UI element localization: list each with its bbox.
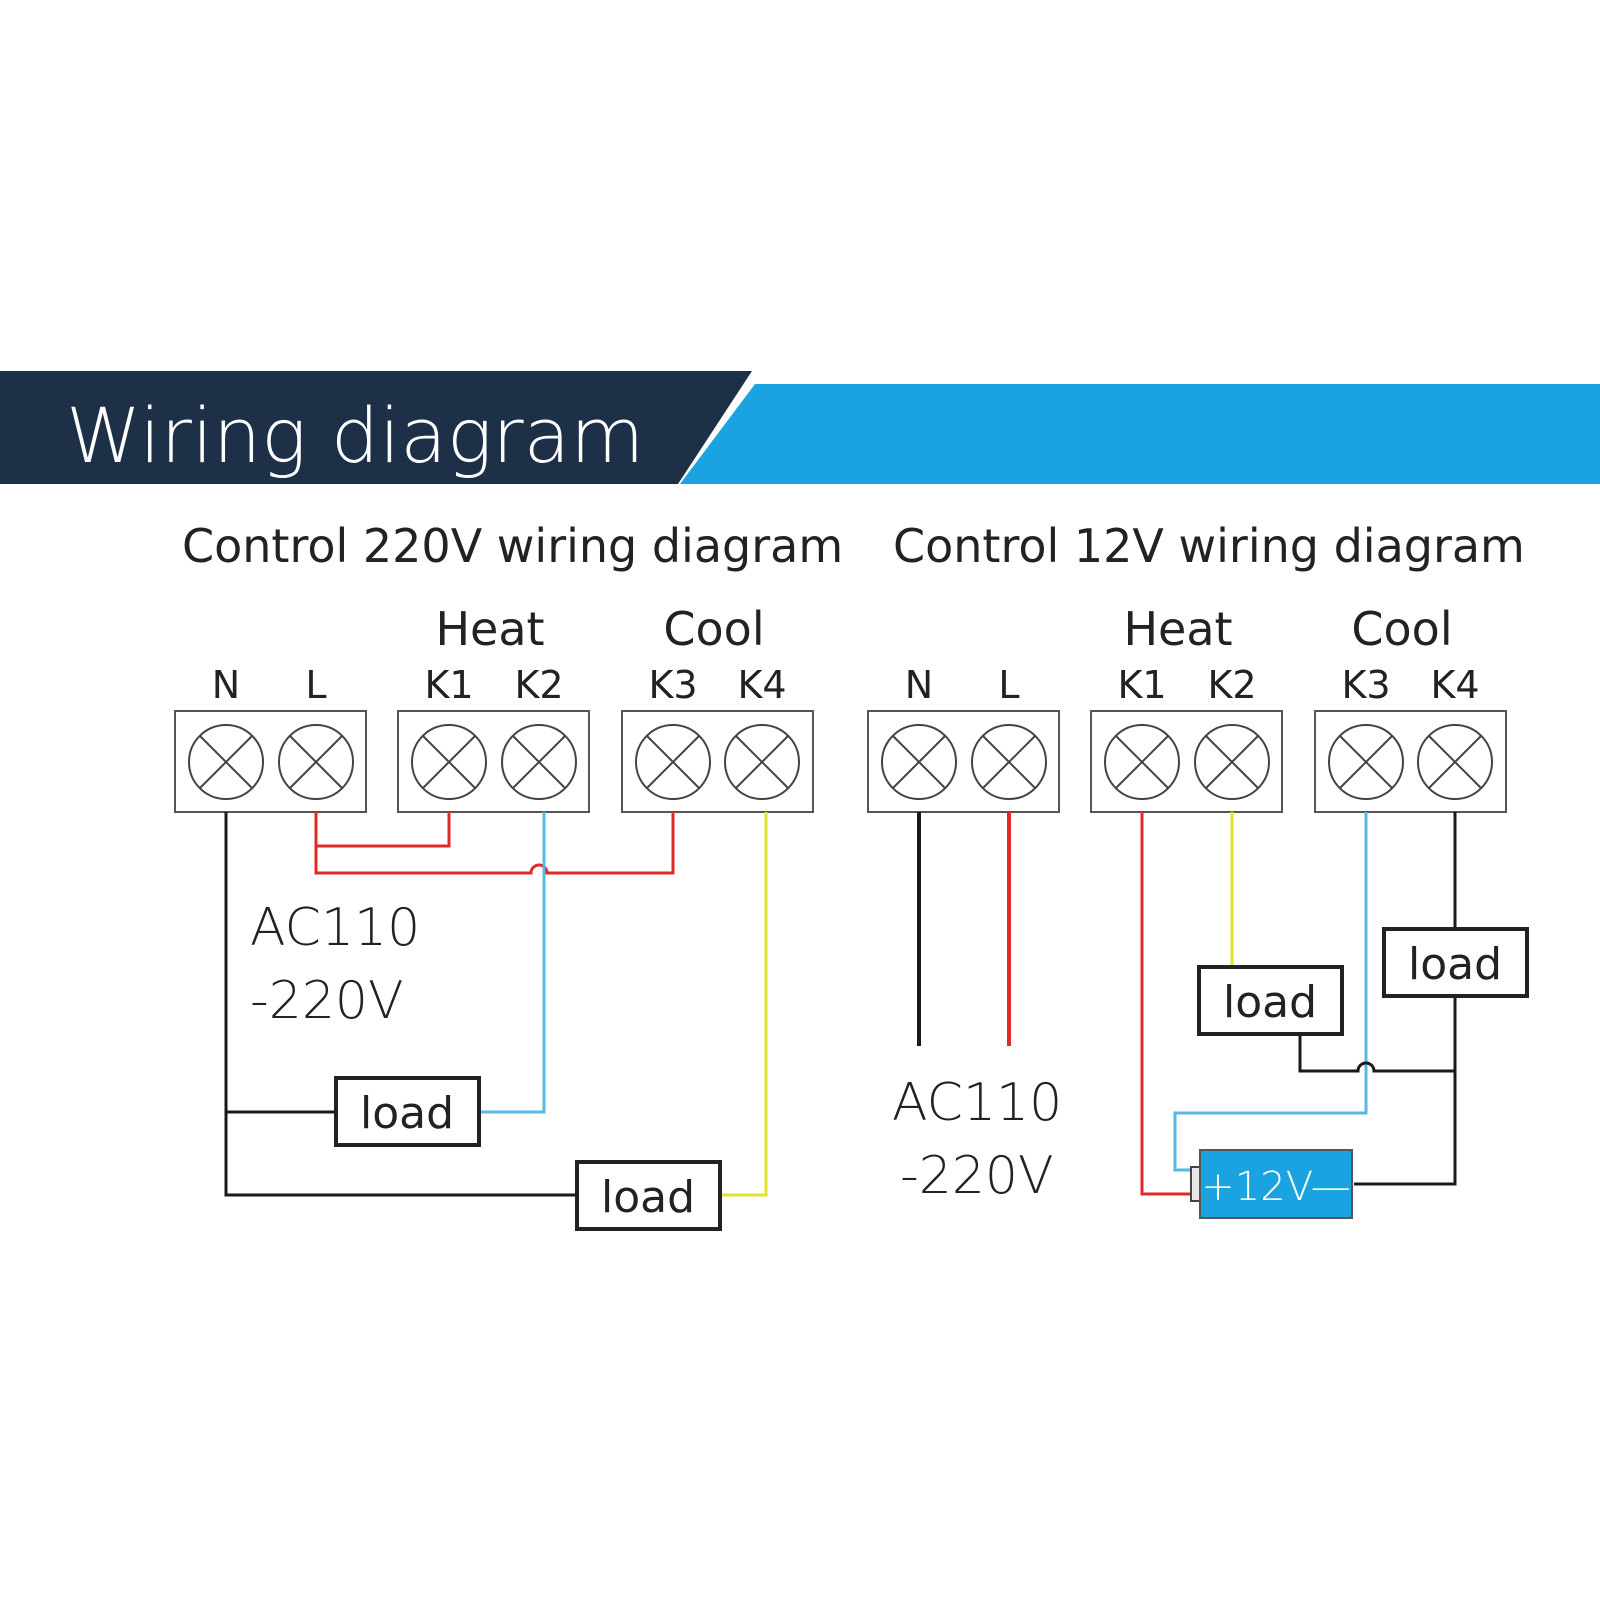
diagram-title: Control 12V wiring diagram <box>893 519 1525 573</box>
terminal-label-k2: K2 <box>514 663 563 707</box>
diagram-12v: Control 12V wiring diagram Heat Cool N L… <box>867 519 1529 1219</box>
terminal-label-k4: K4 <box>737 663 786 707</box>
wire-k4 <box>1354 812 1457 1186</box>
load-box: load <box>1382 927 1529 998</box>
diagram-title: Control 220V wiring diagram <box>182 519 843 573</box>
terminal-label-k1: K1 <box>424 663 473 707</box>
terminal-screw-icon <box>724 724 800 800</box>
wire-neutral <box>224 812 577 1197</box>
terminal-screw-icon <box>635 724 711 800</box>
wire-k3 <box>1173 812 1368 1172</box>
supply-label-line2: -220V <box>900 1146 1054 1206</box>
terminal-screw-icon <box>1417 724 1493 800</box>
banner-accent-band <box>680 384 1600 484</box>
terminal-label-k3: K3 <box>648 663 697 707</box>
terminal-label-k1: K1 <box>1117 663 1166 707</box>
terminal-screw-icon <box>1328 724 1404 800</box>
load-label: load <box>1223 977 1317 1028</box>
terminal-screw-icon <box>411 724 487 800</box>
load-box: load <box>1197 965 1344 1036</box>
supply-label-line1: AC110 <box>250 898 420 958</box>
banner-title: Wiring diagram <box>66 391 644 480</box>
banner-dark-band <box>0 371 752 484</box>
group-label-cool: Cool <box>663 602 764 656</box>
terminal-block-cool <box>621 710 814 813</box>
terminal-label-n: N <box>905 663 933 707</box>
terminal-screw-icon <box>188 724 264 800</box>
terminal-label-k4: K4 <box>1430 663 1479 707</box>
terminal-block-cool <box>1314 710 1507 813</box>
load-label: load <box>1408 939 1502 990</box>
terminal-label-l: L <box>998 663 1019 707</box>
terminal-label-l: L <box>305 663 326 707</box>
supply-label-line1: AC110 <box>892 1073 1062 1133</box>
load-box: load <box>334 1076 481 1147</box>
terminal-label-k2: K2 <box>1207 663 1256 707</box>
group-label-heat: Heat <box>1123 602 1232 656</box>
terminal-screw-icon <box>1104 724 1180 800</box>
wire-k4 <box>722 812 768 1197</box>
terminal-label-n: N <box>212 663 240 707</box>
terminal-screw-icon <box>971 724 1047 800</box>
group-label-heat: Heat <box>435 602 544 656</box>
group-label-cool: Cool <box>1351 602 1452 656</box>
terminal-block-power <box>174 710 367 813</box>
terminal-label-k3: K3 <box>1341 663 1390 707</box>
header-banner: Wiring diagram <box>0 371 1600 484</box>
load-box: load <box>575 1160 722 1231</box>
terminal-block-heat <box>1090 710 1283 813</box>
terminal-block-power <box>867 710 1060 813</box>
load-label: load <box>360 1088 454 1139</box>
supply-label-line2: -220V <box>250 971 404 1031</box>
wire-k1 <box>1140 812 1197 1196</box>
terminal-screw-icon <box>501 724 577 800</box>
wire-load-return <box>1298 1035 1455 1073</box>
terminal-block-heat <box>397 710 590 813</box>
wire-k2 <box>480 812 546 1114</box>
battery-label: +12V— <box>1201 1164 1350 1210</box>
terminal-screw-icon <box>278 724 354 800</box>
terminal-screw-icon <box>881 724 957 800</box>
diagram-220v: Control 220V wiring diagram Heat Cool N … <box>174 519 843 1231</box>
wire-live <box>314 812 675 875</box>
battery-icon: +12V— <box>1190 1149 1353 1219</box>
terminal-screw-icon <box>1194 724 1270 800</box>
load-label: load <box>601 1172 695 1223</box>
battery-body <box>1199 1149 1353 1219</box>
battery-terminal <box>1190 1166 1201 1202</box>
